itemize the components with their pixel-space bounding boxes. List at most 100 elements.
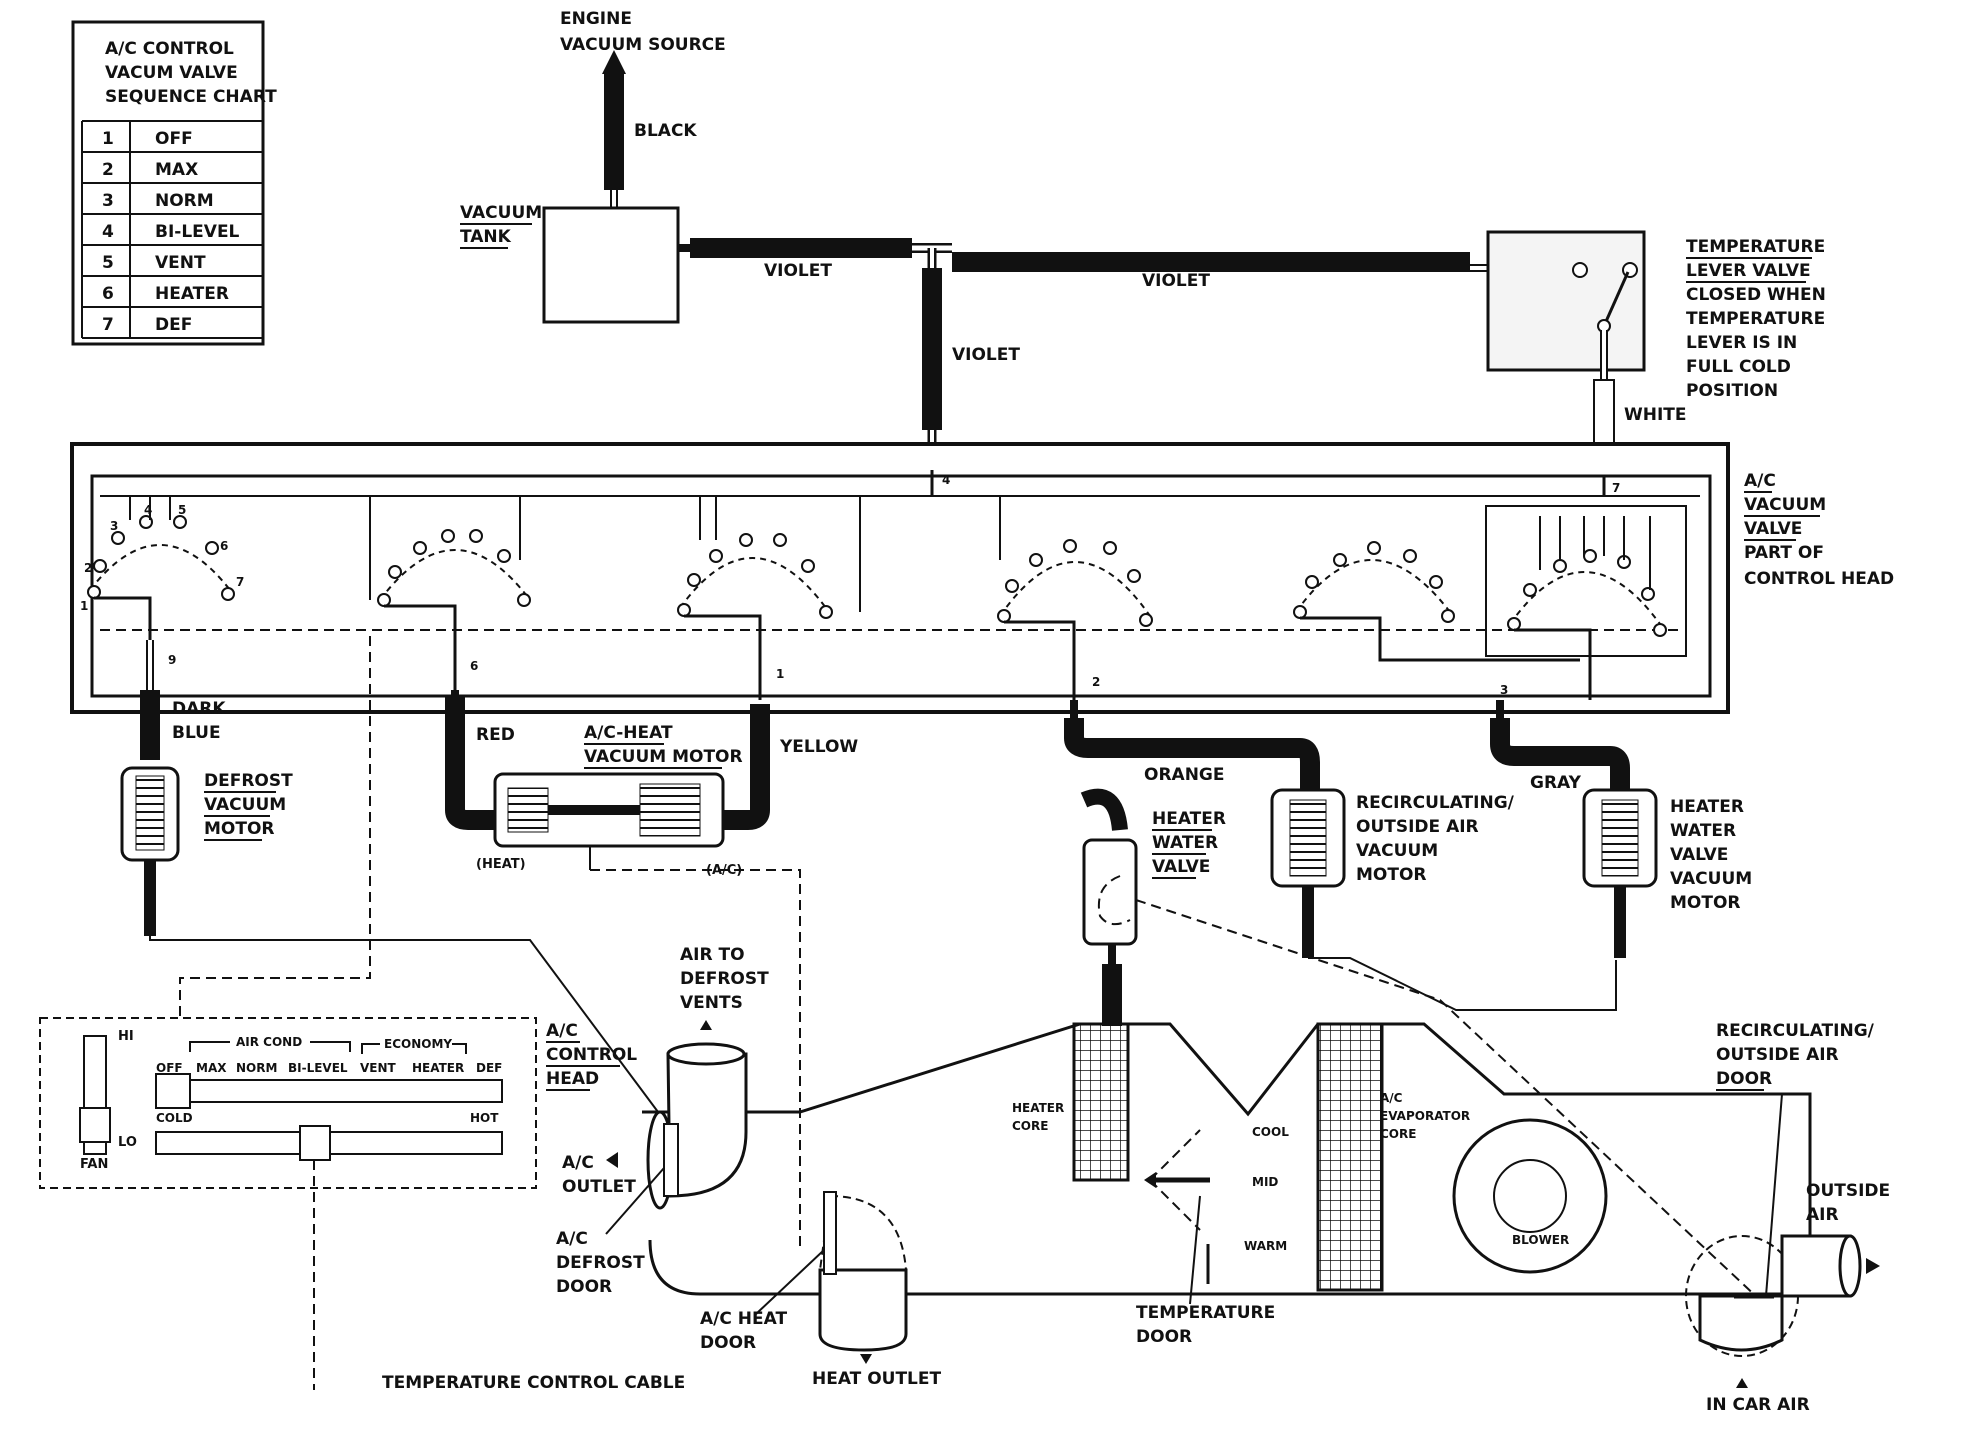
mode-norm: NORM — [236, 1061, 277, 1075]
hwv-line: VALVE — [1152, 857, 1210, 877]
ac-heat-vacuum-motor: A/C-HEAT VACUUM MOTOR (HEAT) (A/C) — [476, 723, 743, 878]
red-hose-label: RED — [476, 725, 515, 745]
heater-core-line: HEATER — [1012, 1101, 1064, 1115]
vacuum-tank: VACUUM TANK — [460, 203, 680, 324]
ac-defrost-door-line: A/C — [556, 1229, 588, 1249]
defrost-air-line: DEFROST — [680, 969, 769, 989]
port-1: 1 — [776, 667, 784, 681]
temp-lever-line: CLOSED WHEN — [1686, 285, 1826, 305]
vacuum-tank-line2: TANK — [460, 227, 512, 247]
temp-cable-label: TEMPERATURE CONTROL CABLE — [382, 1373, 685, 1393]
fan-lo: LO — [118, 1135, 137, 1150]
temp-lever-line: TEMPERATURE — [1686, 237, 1825, 257]
evap-line: A/C — [1380, 1091, 1403, 1105]
blower-label: BLOWER — [1512, 1233, 1569, 1247]
mode-slider-knob[interactable] — [155, 1073, 191, 1109]
ac-heat-motor-line2: VACUUM MOTOR — [584, 747, 743, 767]
up-arrow-icon — [700, 1020, 712, 1030]
valve-section-3 — [677, 496, 861, 700]
valve-pos: 2 — [84, 561, 92, 575]
chart-row-num: 2 — [102, 160, 114, 180]
heat-label: (HEAT) — [476, 857, 526, 872]
gray-hose-label: GRAY — [1530, 773, 1582, 793]
up-arrow-icon — [602, 50, 626, 74]
yellow-hose-label: YELLOW — [779, 737, 858, 757]
mid-label: MID — [1252, 1175, 1278, 1189]
sequence-chart: A/C CONTROL VACUM VALVE SEQUENCE CHART 1… — [71, 20, 277, 346]
engine-vacuum-source: ENGINE VACUUM SOURCE BLACK — [560, 9, 726, 208]
evap-line: EVAPORATOR — [1380, 1109, 1470, 1123]
temp-door-line: DOOR — [1136, 1327, 1192, 1347]
temp-lever-line: LEVER IS IN — [1686, 333, 1797, 353]
valve-pos: 3 — [110, 519, 118, 533]
mode-vent: VENT — [360, 1061, 397, 1075]
evap-line: CORE — [1380, 1127, 1416, 1141]
defrost-motor-line: VACUUM — [204, 795, 286, 815]
chart-row-num: 4 — [102, 222, 114, 242]
white-hose-label: WHITE — [1624, 405, 1687, 425]
defrost-air-line: VENTS — [680, 993, 743, 1013]
fan-slider-knob[interactable] — [79, 1107, 111, 1143]
engine-source-line1: ENGINE — [560, 9, 632, 29]
hwv-vacuum-motor: HEATER WATER VALVE VACUUM MOTOR — [1582, 788, 1752, 958]
air-distribution-system: AIR TO DEFROST VENTS A/C OUTLET A/C DEFR… — [382, 945, 1890, 1415]
defrost-motor-line: MOTOR — [204, 819, 275, 839]
recirc-door-line: DOOR — [1716, 1069, 1772, 1089]
fan-label: FAN — [80, 1157, 108, 1172]
control-head-label-line: PART OF — [1744, 543, 1824, 563]
ac-heat-motor-line1: A/C-HEAT — [584, 723, 673, 743]
temp-lever-line: POSITION — [1686, 381, 1778, 401]
hwv-motor-line: HEATER — [1670, 797, 1744, 817]
recirc-motor-line: RECIRCULATING/ — [1356, 793, 1515, 813]
temp-lever-line: LEVER VALVE — [1686, 261, 1811, 281]
chart-row-num: 5 — [102, 253, 114, 273]
warm-label: WARM — [1244, 1239, 1287, 1253]
recirc-door-line: RECIRCULATING/ — [1716, 1021, 1875, 1041]
mode-slider-track[interactable] — [155, 1079, 503, 1103]
valve-pos: 6 — [220, 539, 228, 553]
defrost-vacuum-motor: DEFROST VACUUM MOTOR — [120, 766, 293, 936]
violet-hoses: VIOLET VIOLET VIOLET — [678, 238, 1568, 470]
cool-label: COOL — [1252, 1125, 1289, 1139]
hwv-motor-line: VACUUM — [1670, 869, 1752, 889]
valve-section-4 — [997, 496, 1153, 700]
vacuum-tank-line1: VACUUM — [460, 203, 542, 223]
mode-bi-level: BI-LEVEL — [288, 1061, 348, 1075]
control-head-line: A/C — [546, 1021, 578, 1041]
mode-def: DEF — [476, 1061, 502, 1075]
black-hose-label: BLACK — [634, 121, 697, 141]
temp-door-line: TEMPERATURE — [1136, 1303, 1275, 1323]
chart-title-line3: SEQUENCE CHART — [105, 87, 277, 107]
left-arrow-icon — [606, 1152, 618, 1168]
hwv-motor-line: MOTOR — [1670, 893, 1741, 913]
chart-row-label: OFF — [155, 129, 193, 149]
violet-down-label: VIOLET — [952, 345, 1020, 365]
ac-outlet-line: OUTLET — [562, 1177, 636, 1197]
heater-water-valve: HEATER WATER VALVE — [1080, 788, 1226, 1026]
down-arrow-icon — [860, 1354, 872, 1364]
dark-blue-label-2: BLUE — [172, 723, 221, 743]
chart-row-label: HEATER — [155, 284, 229, 304]
control-head-label-line: VALVE — [1744, 519, 1802, 539]
chart-row-num: 1 — [102, 129, 114, 149]
hwv-motor-line: VALVE — [1670, 845, 1728, 865]
chart-row-num: 6 — [102, 284, 114, 304]
left-arrow-icon — [1866, 1258, 1880, 1274]
port-7: 7 — [1612, 481, 1620, 495]
temp-slider-knob[interactable] — [299, 1125, 331, 1161]
valve-pos: 1 — [80, 599, 88, 613]
valve-section-6 — [1485, 505, 1687, 700]
temp-lever-line: TEMPERATURE — [1686, 309, 1825, 329]
hwv-line: WATER — [1152, 833, 1218, 853]
heater-core-line: CORE — [1012, 1119, 1048, 1133]
chart-row-label: NORM — [155, 191, 214, 211]
port-9: 9 — [168, 653, 176, 667]
chart-title-line1: A/C CONTROL — [105, 39, 234, 59]
violet-right-label: VIOLET — [1142, 271, 1210, 291]
control-head-label-line: CONTROL HEAD — [1744, 569, 1894, 589]
control-head-line: CONTROL — [546, 1045, 637, 1065]
engine-source-line2: VACUUM SOURCE — [560, 35, 726, 55]
valve-pos: 5 — [178, 503, 186, 517]
economy-label: ECONOMY — [384, 1037, 452, 1051]
